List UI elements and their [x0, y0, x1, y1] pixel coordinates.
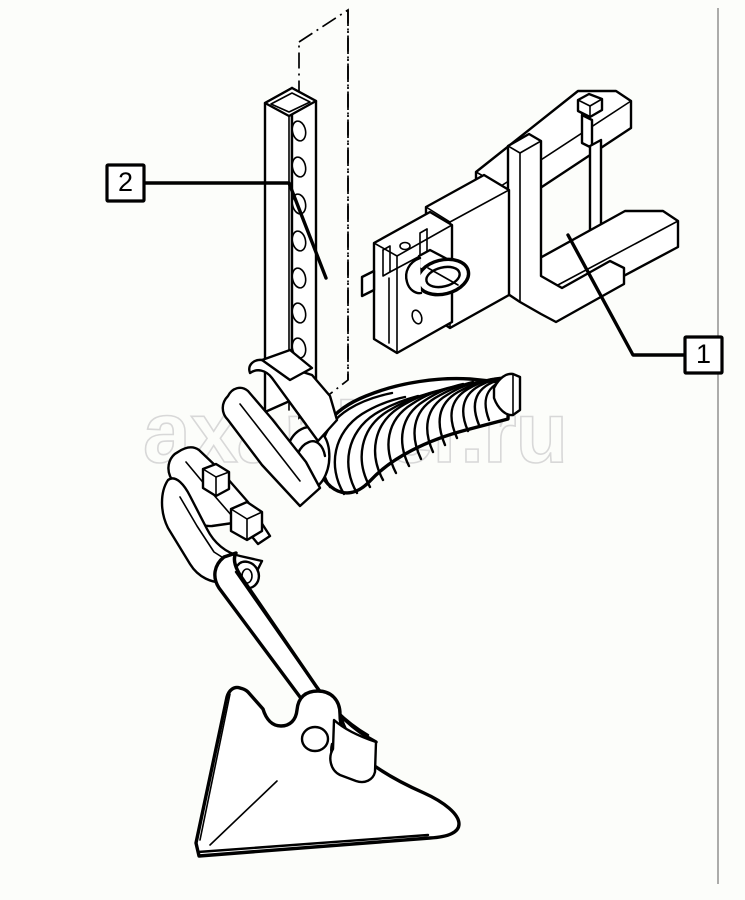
- callout-1-box[interactable]: [683, 335, 724, 375]
- callout-2-box[interactable]: [105, 163, 146, 203]
- locking-pin-with-ring-clip: [405, 248, 471, 297]
- coil-spring: [285, 372, 522, 496]
- phantom-reference-plane: [298, 8, 349, 420]
- u-bolt-bracket-clamp: [360, 89, 680, 355]
- callout-2[interactable]: 2: [105, 163, 328, 280]
- callout-1-leader: [566, 233, 687, 357]
- spring-trip-linkage: [160, 348, 339, 590]
- hex-bolt-lower: [229, 500, 264, 542]
- callout-2-leader: [142, 181, 328, 280]
- callout-2-label: 2: [118, 167, 133, 197]
- callout-1-label: 1: [696, 339, 711, 369]
- hex-bolt-upper: [201, 462, 231, 498]
- hex-head-bolt-top: [576, 92, 604, 119]
- callout-1[interactable]: 1: [566, 233, 724, 375]
- sweep-shovel-blade: [194, 685, 461, 858]
